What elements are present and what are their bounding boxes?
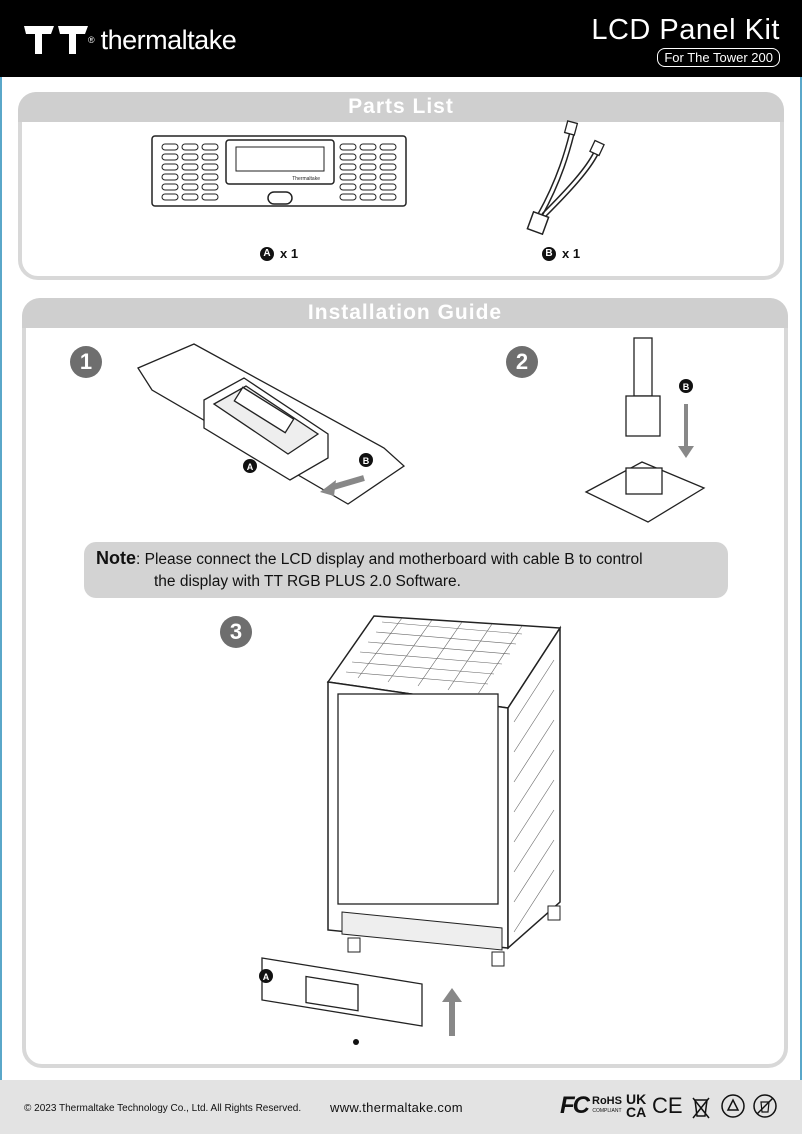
arrow-up-icon [442,988,462,1002]
website-link[interactable]: www.thermaltake.com [330,1100,463,1115]
no-trash-icon [752,1094,777,1118]
product-subtitle: For The Tower 200 [657,48,780,67]
lcd-panel-part-illustration: Thermaltake [151,135,407,207]
callout-a-icon [259,969,273,983]
circle-letter-b-icon: B [542,246,556,261]
brand-name: thermaltake [100,24,237,55]
part-a-quantity: x 1 [280,246,299,261]
copyright-text: © 2023 Thermaltake Technology Co., Ltd. … [24,1103,302,1114]
step-3-illustration: A [259,615,562,1045]
installation-guide-title: Installation Guide [22,298,788,328]
page-footer: © 2023 Thermaltake Technology Co., Ltd. … [0,1080,802,1134]
step-2-illustration: B [584,337,706,523]
step-3-badge: 3 [220,616,252,648]
part-a-label: A x 1 [260,246,298,261]
arrow-down-icon [678,446,694,458]
recycle-icon [720,1094,745,1118]
parts-list-title: Parts List [18,92,784,122]
page-header: ® thermaltake LCD Panel Kit For The Towe… [0,0,802,77]
step-1-badge: 1 [70,346,102,378]
circle-letter-a-icon: A [260,246,274,261]
fcc-mark: FC [560,1092,590,1119]
right-edge-line [800,77,802,1080]
step-1-illustration: A B [137,343,406,505]
callout-b-icon [359,453,373,467]
product-title: LCD Panel Kit [591,14,780,46]
callout-a-icon [243,459,257,473]
ce-mark: CE [651,1093,683,1118]
note-text-line-2: the display with TT RGB PLUS 2.0 Softwar… [154,573,461,590]
part-b-quantity: x 1 [562,246,581,261]
thermaltake-logo-icon [24,26,88,54]
svg-text:A: A [247,462,254,472]
part-b-label: B x 1 [542,246,580,261]
callout-b-icon [679,379,693,393]
svg-text:B: B [363,456,370,466]
step-2-badge: 2 [506,346,538,378]
svg-text:A: A [263,972,270,982]
parts-list-panel: Parts List Thermaltake A x 1 [18,92,784,280]
svg-text:B: B [683,382,690,392]
y-cable-part-illustration [526,120,605,236]
note-label: Note [96,548,136,568]
installation-guide-panel: Installation Guide 1 A B 2 B Note: [22,298,788,1068]
weee-bin-icon [691,1097,710,1119]
note-text-line-1: : Please connect the LCD display and mot… [136,551,643,568]
left-edge-line [0,77,2,1080]
brand[interactable]: ® thermaltake [24,22,237,58]
lcd-brand-text: Thermaltake [292,176,320,182]
registered-mark: ® [88,35,95,45]
note-box: Note: Please connect the LCD display and… [84,542,728,598]
note-line-1: Note: Please connect the LCD display and… [96,547,716,571]
